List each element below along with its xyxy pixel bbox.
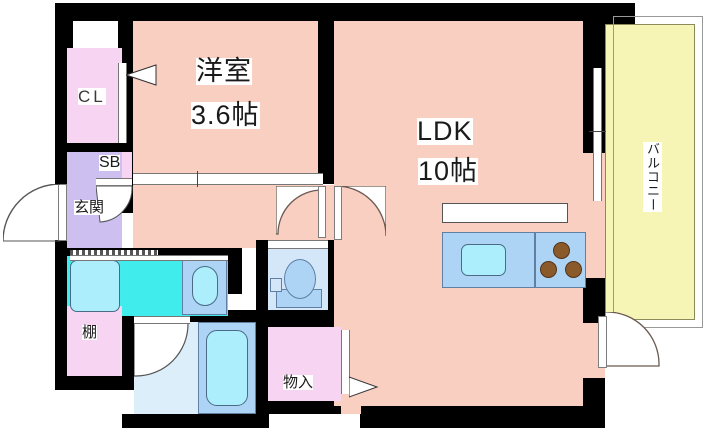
burner-front-left — [540, 261, 557, 278]
balcony-outline — [613, 16, 703, 328]
meter-box-door[interactable] — [96, 178, 132, 186]
wall-core-left — [55, 256, 67, 388]
kitchen-upper-cabinet — [442, 203, 568, 223]
balcony-door-leaf[interactable] — [598, 316, 607, 368]
wall-bottom-right — [360, 406, 605, 428]
wall-wash-right — [228, 248, 242, 294]
wall-storage-top — [256, 318, 351, 328]
closet-door-arrow-icon — [126, 64, 157, 86]
wall-right-mid — [583, 278, 605, 323]
ldk-door-leaf[interactable] — [334, 186, 342, 240]
wall-bath-bottom — [122, 414, 269, 428]
wall-storage-left — [256, 318, 270, 414]
toilet-door[interactable] — [268, 240, 328, 249]
bathroom-door-arc — [134, 322, 189, 377]
bathroom-door-track[interactable] — [134, 316, 190, 324]
label-storage: 物入 — [283, 374, 314, 391]
bedroom-floor — [133, 21, 318, 173]
entrance-door-arc — [3, 184, 61, 242]
label-ldk-name: LDK — [417, 116, 473, 146]
toilet-paper-holder — [270, 278, 282, 292]
stove-unit — [535, 232, 586, 288]
storage-door[interactable] — [341, 330, 350, 394]
bedroom-sliding-door[interactable] — [133, 173, 323, 185]
label-balcony: バルコニー — [643, 142, 662, 212]
label-ldk-size: 10帖 — [418, 156, 479, 186]
entrance-inner-door-arc — [96, 186, 133, 223]
storage-door-arrow-icon — [349, 376, 379, 398]
entrance-door-leaf[interactable] — [58, 184, 67, 241]
washroom-sliding-door[interactable] — [70, 255, 228, 261]
hall-floor — [133, 185, 256, 248]
burner-front-right — [565, 261, 582, 278]
wall-toilet-bottom — [256, 308, 341, 318]
wall-shelf-right — [122, 316, 134, 390]
hall-door-arc — [276, 186, 322, 235]
burner-rear — [553, 242, 570, 259]
closet-door[interactable] — [118, 63, 127, 143]
wall-left-entrance-top — [55, 155, 67, 185]
wall-storage-bottom — [256, 400, 351, 414]
hall-door-leaf[interactable] — [318, 186, 326, 238]
washroom-door-track[interactable] — [70, 250, 158, 255]
label-bedroom-size: 3.6帖 — [191, 100, 260, 130]
wall-core-bottom-left — [55, 376, 133, 390]
wall-bedroom-ldk — [318, 3, 334, 184]
balcony-sliding-door[interactable] — [593, 68, 602, 201]
sink-basin — [461, 244, 506, 276]
wall-toilet-left — [256, 238, 270, 318]
vanity-basin — [192, 266, 218, 306]
shelf-floor — [67, 306, 122, 376]
balcony-door-arc — [605, 312, 660, 367]
label-bedroom-name: 洋室 — [196, 56, 252, 86]
label-entrance: 玄関 — [74, 199, 105, 216]
ldk-door-arc — [334, 186, 386, 237]
toilet-bowl — [284, 259, 316, 299]
bedroom-sliding-door-mullion — [197, 171, 198, 187]
washing-machine-space — [70, 260, 120, 312]
balcony-sliding-door-mullion — [589, 131, 606, 132]
label-meter-box: SB — [99, 154, 121, 171]
label-shelf: 棚 — [82, 324, 98, 341]
bathtub — [206, 330, 248, 406]
label-closet: CL — [78, 87, 106, 106]
